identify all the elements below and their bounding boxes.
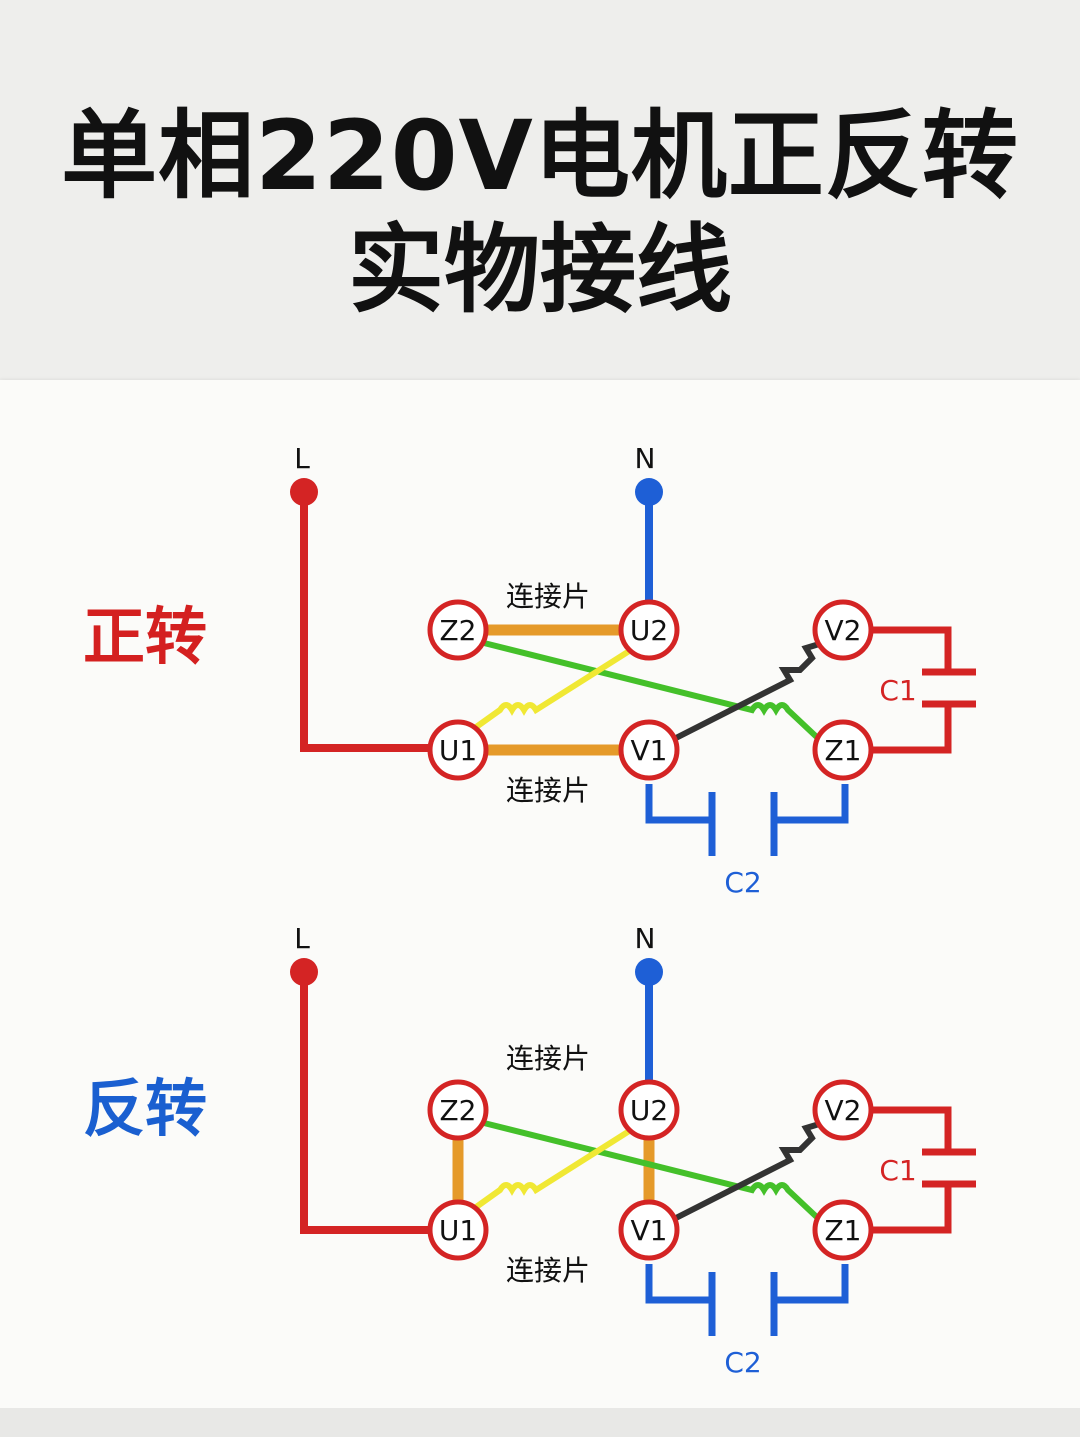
live-wire: [300, 492, 440, 752]
terminal-v2-label: V2: [825, 614, 862, 647]
black-winding-wire: [670, 1119, 827, 1223]
terminal-v1-label: V1: [631, 1214, 668, 1247]
c2-label: C2: [724, 1346, 761, 1379]
c2-label: C2: [724, 866, 761, 899]
c2-wire-left: [645, 1264, 712, 1304]
terminal-z1: Z1: [812, 719, 874, 781]
terminal-v1: V1: [618, 719, 680, 781]
green-winding-wire: [479, 639, 825, 745]
mode-label-reverse: 反转: [83, 1072, 207, 1145]
title-line-2: 实物接线: [348, 214, 732, 326]
c1-wire-top: [868, 626, 952, 676]
terminal-v2-label: V2: [825, 1094, 862, 1127]
terminal-z1-label: Z1: [825, 734, 862, 767]
bottom-strip: [0, 1408, 1080, 1437]
terminal-z2: Z2: [427, 599, 489, 661]
terminal-u1-label: U1: [439, 1214, 477, 1247]
c1-label: C1: [879, 1154, 916, 1187]
terminal-u2-label: U2: [630, 1094, 668, 1127]
terminal-z2-label: Z2: [440, 1094, 477, 1127]
terminal-v1-label: V1: [631, 734, 668, 767]
terminal-u2-label: U2: [630, 614, 668, 647]
green-winding-wire: [479, 1119, 825, 1225]
neutral-terminal-dot: [635, 478, 663, 506]
terminal-z1-label: Z1: [825, 1214, 862, 1247]
c1-wire-bottom: [868, 704, 952, 754]
terminal-u1: U1: [427, 719, 489, 781]
c2-wire-right: [774, 784, 849, 824]
wiring-diagrams-svg: 正转 L N 连接片 连接片: [83, 442, 976, 1379]
terminal-u1-label: U1: [439, 734, 477, 767]
link-label-bottom: 连接片: [506, 1254, 590, 1287]
live-label: L: [294, 442, 310, 475]
link-label-top: 连接片: [506, 1042, 590, 1075]
link-label-top: 连接片: [506, 580, 590, 613]
c2-wire-left: [645, 784, 712, 824]
terminal-u2: U2: [618, 599, 680, 661]
terminal-u2: U2: [618, 1079, 680, 1141]
live-terminal-dot: [290, 958, 318, 986]
diagram-reverse: 反转 L N 连接片 连接片 C1: [83, 922, 976, 1379]
terminal-u1: U1: [427, 1199, 489, 1261]
header: 单相220V电机正反转 实物接线: [0, 0, 1080, 378]
live-wire: [300, 972, 440, 1234]
neutral-label: N: [635, 442, 656, 475]
mode-label-forward: 正转: [83, 600, 207, 673]
c1-wire-top: [868, 1106, 952, 1156]
terminal-z2: Z2: [427, 1079, 489, 1141]
c1-label: C1: [879, 674, 916, 707]
link-label-bottom: 连接片: [506, 774, 590, 807]
live-label: L: [294, 922, 310, 955]
c1-wire-bottom: [868, 1184, 952, 1234]
diagram-forward: 正转 L N 连接片 连接片: [83, 442, 976, 899]
terminal-z2-label: Z2: [440, 614, 477, 647]
yellow-winding-wire: [470, 1125, 636, 1213]
title-line-1: 单相220V电机正反转: [61, 100, 1019, 212]
terminal-v2: V2: [812, 1079, 874, 1141]
live-terminal-dot: [290, 478, 318, 506]
terminal-z1: Z1: [812, 1199, 874, 1261]
diagram-panel: 正转 L N 连接片 连接片: [0, 380, 1080, 1408]
terminal-v1: V1: [618, 1199, 680, 1261]
neutral-label: N: [635, 922, 656, 955]
c2-wire-right: [774, 1264, 849, 1304]
terminal-v2: V2: [812, 599, 874, 661]
neutral-terminal-dot: [635, 958, 663, 986]
black-winding-wire: [670, 639, 827, 743]
yellow-winding-wire: [470, 645, 636, 733]
